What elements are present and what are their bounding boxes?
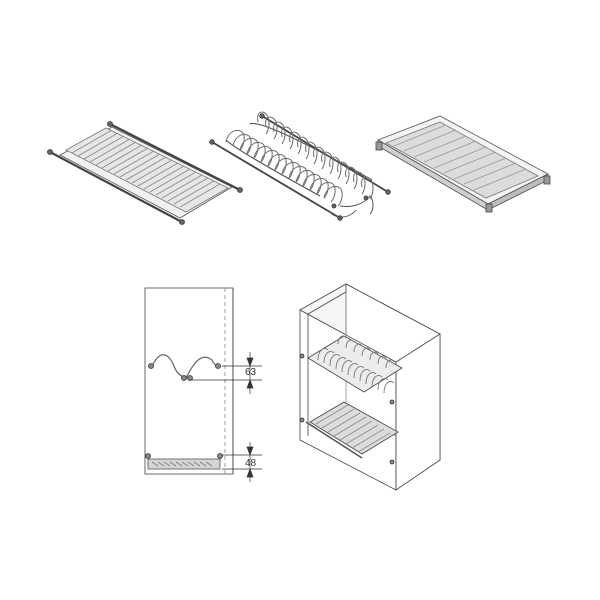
upper-gap-label: 63	[245, 367, 257, 378]
side-view-panel	[144, 287, 234, 475]
dimension-lines	[190, 352, 262, 482]
flat-drainer-rack	[47, 121, 243, 225]
cabinet-assembly	[299, 283, 441, 491]
drip-tray	[375, 115, 551, 213]
plate-rack	[209, 111, 391, 221]
lower-gap-label: 48	[245, 458, 257, 469]
